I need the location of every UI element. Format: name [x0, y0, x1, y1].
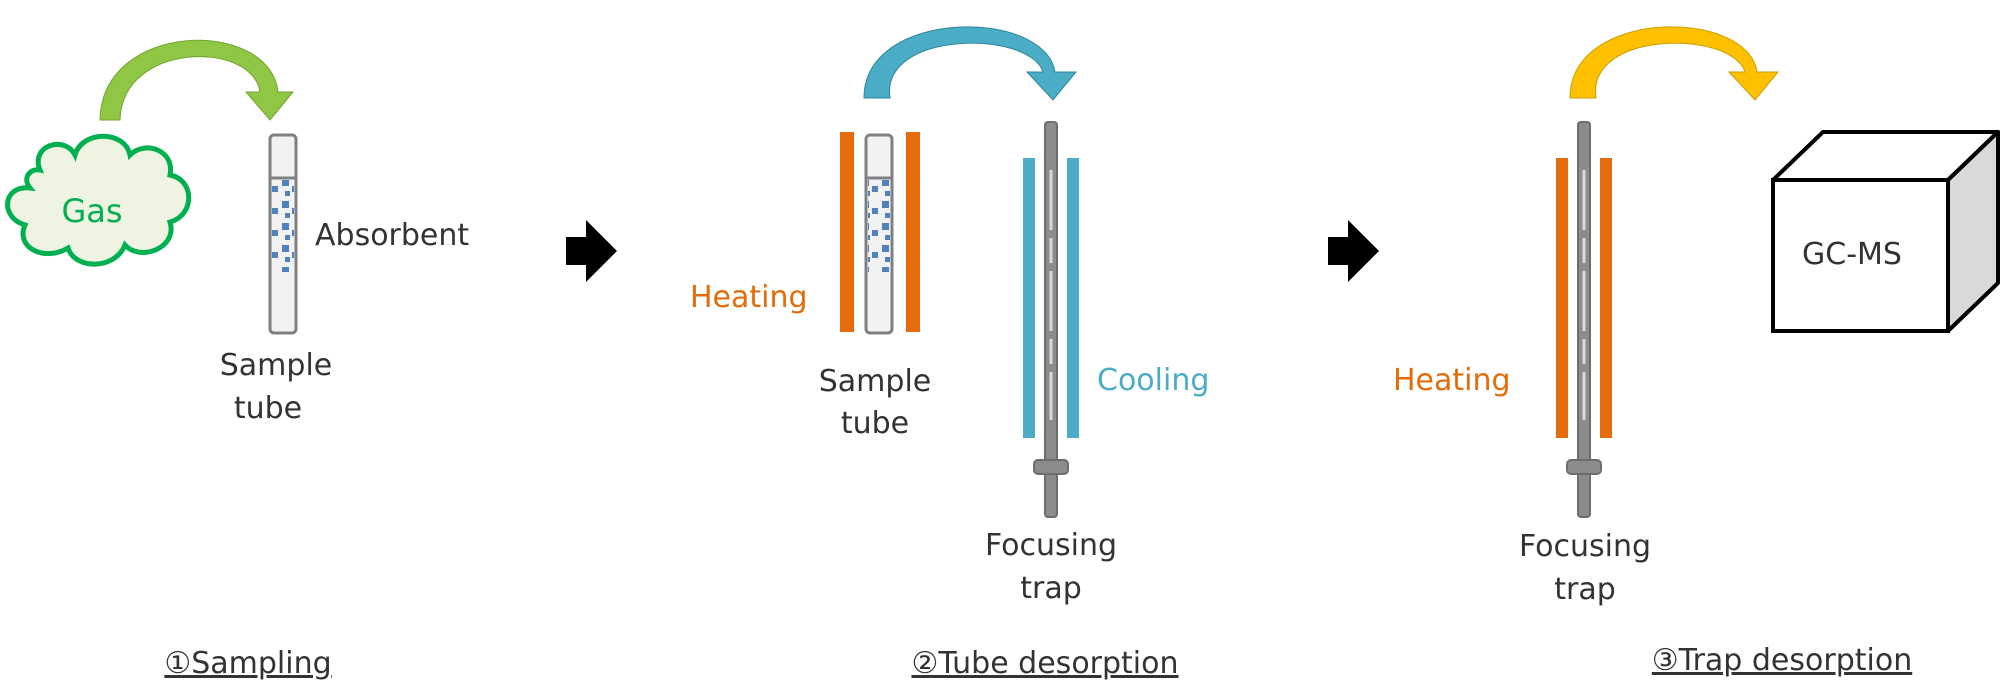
gas-cloud-icon: [5, 133, 192, 267]
curved-arrow-blue-icon: [863, 26, 1078, 101]
focusing-trap-icon-step3: [1566, 121, 1602, 518]
sample-tube-label-line2: tube: [234, 391, 302, 426]
focusing-trap-label-step2-line1: Focusing: [985, 528, 1117, 563]
sample-tube-icon: [268, 133, 298, 335]
sample-tube-icon-step2: [864, 133, 894, 335]
heating-label-step2: Heating: [690, 280, 808, 315]
sample-tube-label-step2-line2: tube: [841, 406, 909, 441]
gc-ms-label: GC-MS: [1802, 237, 1902, 272]
step1-title: ①Sampling: [164, 646, 331, 681]
heater-plates-step2: [840, 132, 920, 332]
curved-arrow-yellow-icon: [1569, 26, 1780, 101]
curved-arrow-green-icon: [99, 39, 295, 121]
focusing-trap-label-step2-line2: trap: [1020, 571, 1082, 606]
gas-label: Gas: [61, 192, 122, 230]
absorbent-label: Absorbent: [315, 218, 469, 253]
step3-title: ③Trap desorption: [1652, 643, 1912, 678]
focusing-trap-icon-step2: [1033, 121, 1069, 518]
step-arrow-right-icon-2: [1328, 220, 1379, 282]
cooler-plates: [1023, 158, 1079, 438]
heater-plates-step3: [1556, 158, 1612, 438]
focusing-trap-label-step3-line1: Focusing: [1519, 529, 1651, 564]
heating-label-step3: Heating: [1393, 363, 1511, 398]
step2-title: ②Tube desorption: [911, 646, 1178, 681]
sample-tube-label-step2-line1: Sample: [819, 364, 932, 399]
cooling-label: Cooling: [1097, 363, 1209, 398]
absorbent-packing: [272, 180, 294, 272]
gc-ms-instrument-icon: [1771, 130, 2000, 333]
focusing-trap-label-step3-line2: trap: [1554, 572, 1616, 607]
step-arrow-right-icon: [566, 220, 617, 282]
sample-tube-label-line1: Sample: [220, 348, 333, 383]
